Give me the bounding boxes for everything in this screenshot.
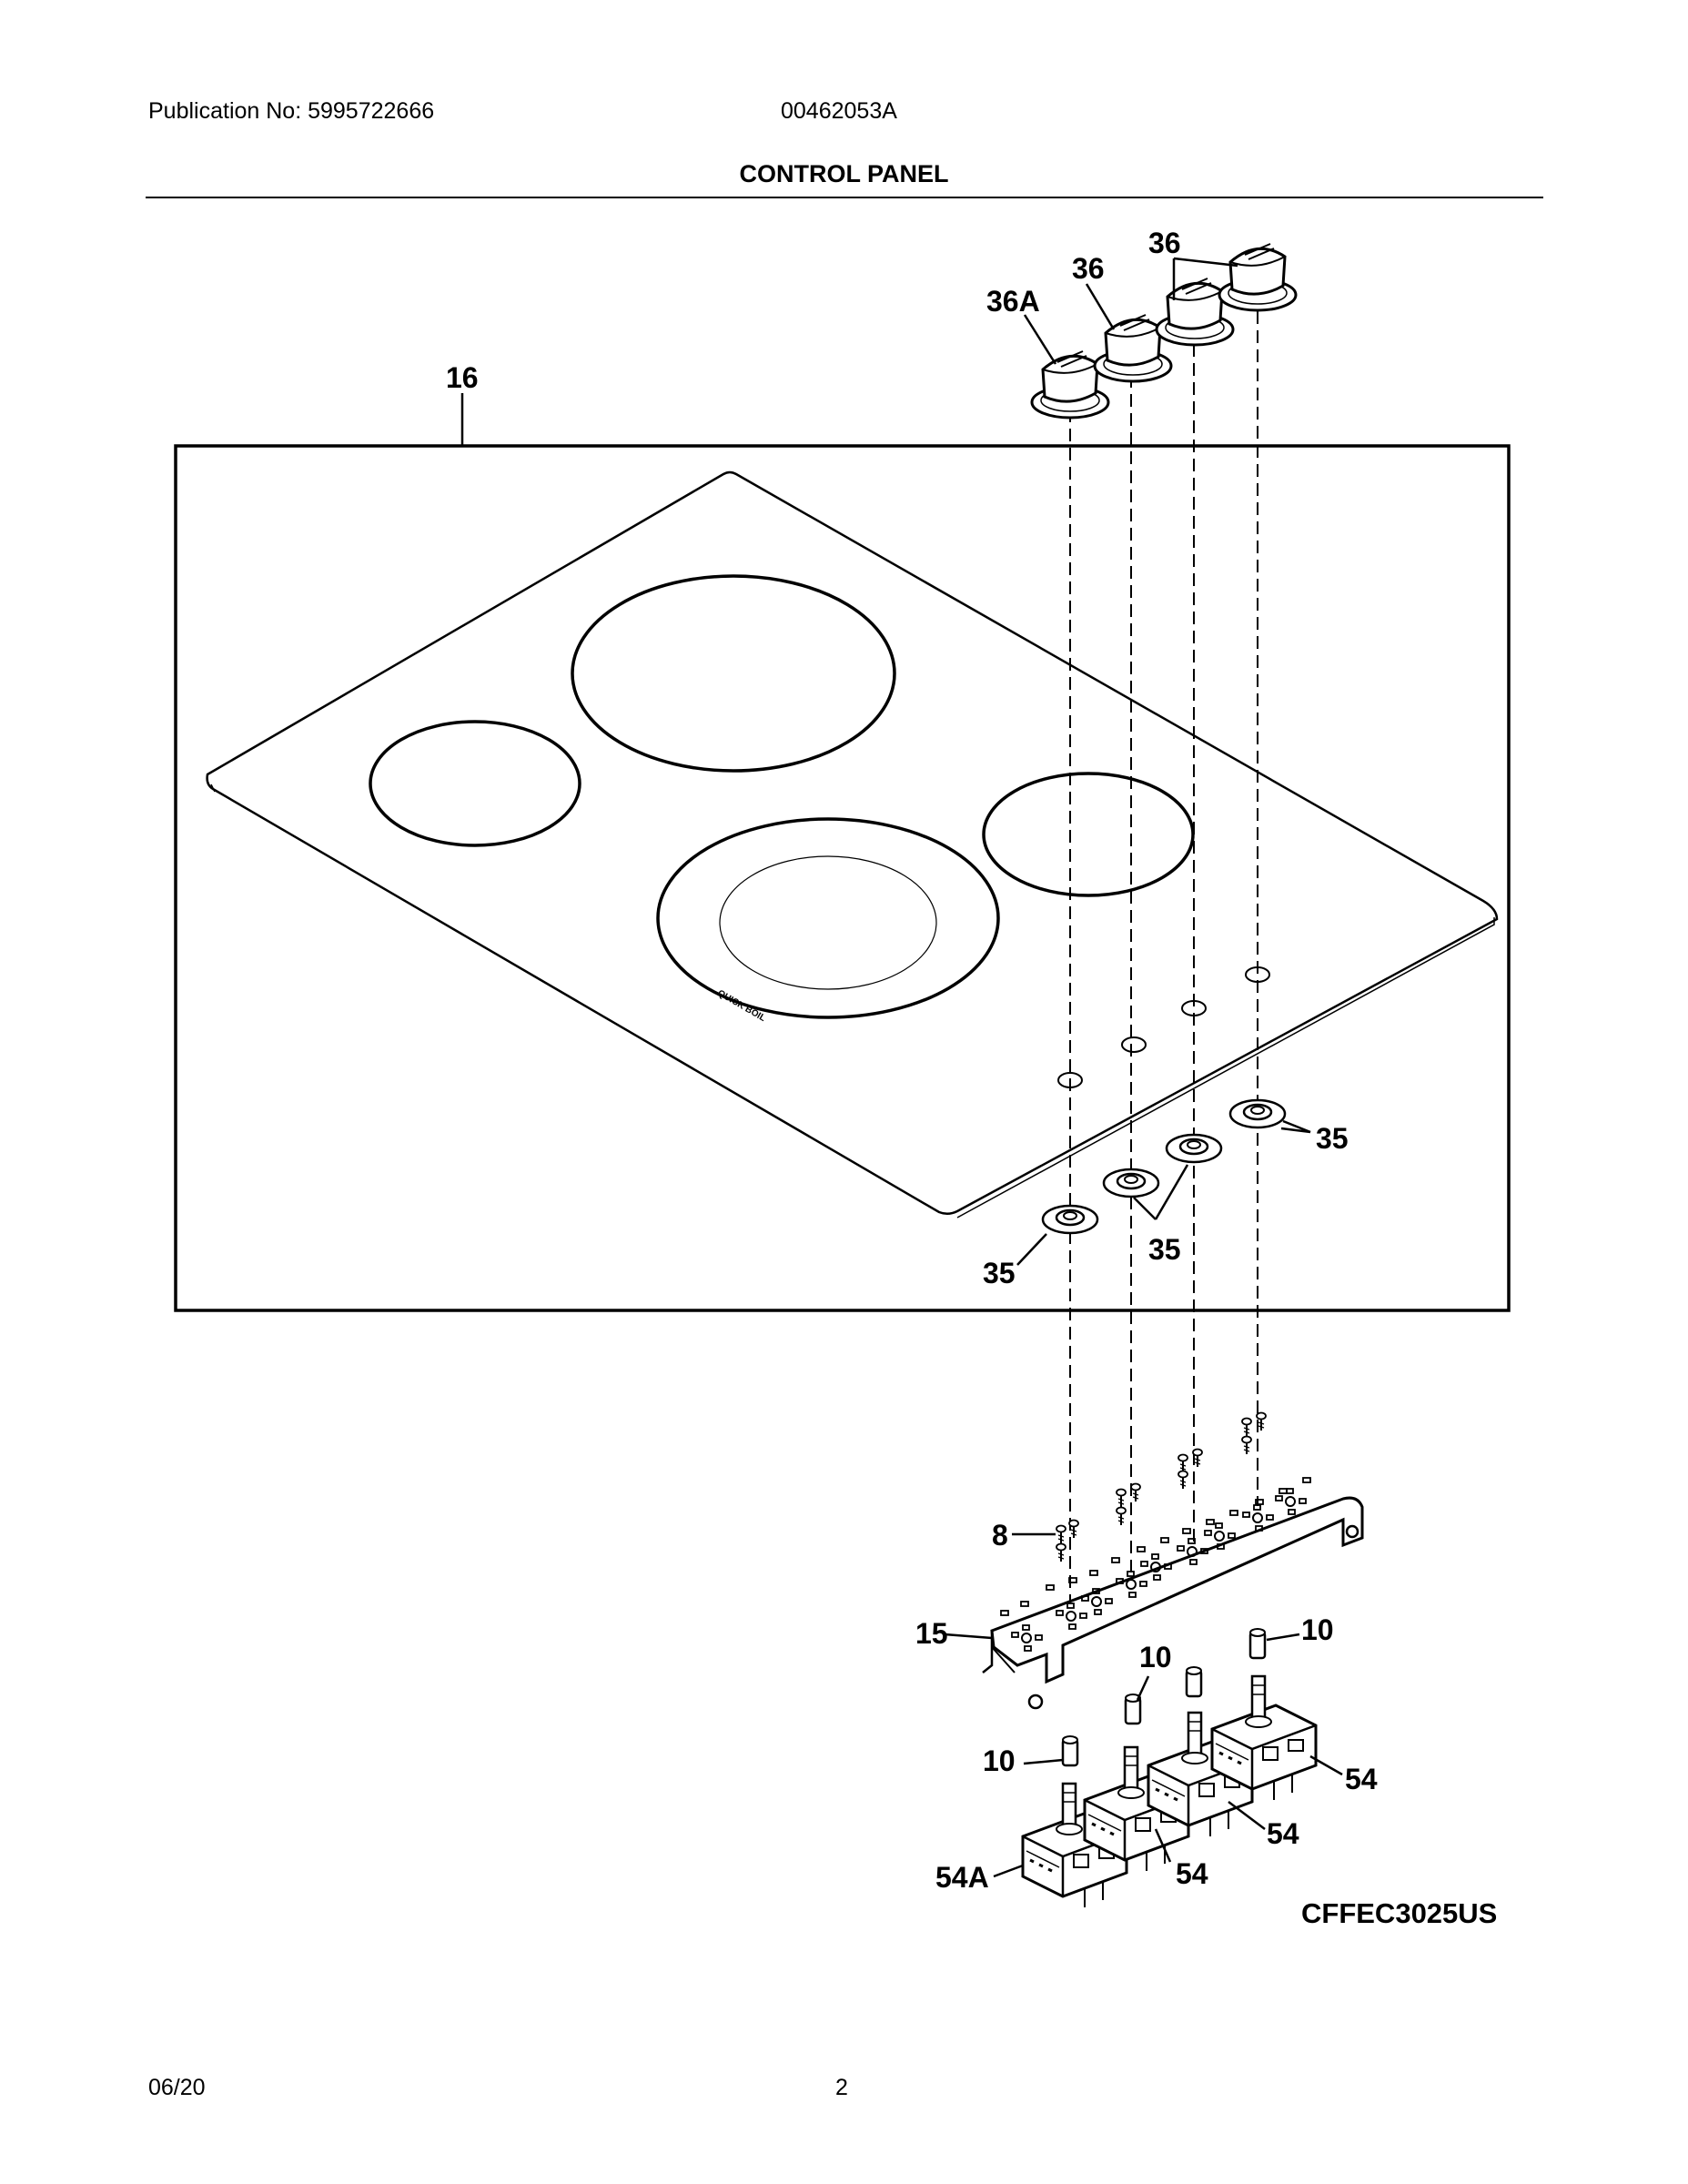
bezel-second bbox=[1102, 1168, 1160, 1198]
callout-54-first: 54 bbox=[1176, 1857, 1208, 1890]
document-number: 00462053A bbox=[781, 98, 897, 124]
callout-54-third: 54 bbox=[1345, 1763, 1378, 1795]
spacer-third bbox=[1185, 1665, 1203, 1698]
publication-number: Publication No: 5995722666 bbox=[148, 98, 435, 124]
callout-10-middle: 10 bbox=[1139, 1641, 1172, 1673]
callout-8: 8 bbox=[992, 1519, 1008, 1552]
knob-36-fourth bbox=[1218, 242, 1298, 312]
mounting-bracket bbox=[982, 1477, 1364, 1710]
callout-54-second: 54 bbox=[1267, 1817, 1299, 1850]
callout-35-left: 35 bbox=[983, 1257, 1016, 1289]
callout-16: 16 bbox=[446, 361, 479, 394]
callout-35-middle: 35 bbox=[1148, 1233, 1181, 1266]
page-number: 2 bbox=[835, 2075, 848, 2100]
model-number: CFFEC3025US bbox=[1301, 1897, 1498, 1929]
burner-small-right bbox=[982, 772, 1195, 897]
leader-lines bbox=[460, 257, 1343, 1878]
bezel-third bbox=[1165, 1133, 1223, 1164]
header-rule bbox=[146, 197, 1543, 198]
bezel-left bbox=[1041, 1204, 1099, 1235]
panel-frame bbox=[174, 444, 1511, 1312]
alignment-lines bbox=[1069, 311, 1258, 1620]
burner-dual-inner bbox=[719, 855, 937, 990]
callout-10-right: 10 bbox=[1301, 1613, 1334, 1646]
spacer-left bbox=[1061, 1734, 1079, 1767]
burner-dual-front bbox=[656, 817, 1000, 1019]
footer-date: 06/20 bbox=[148, 2075, 206, 2100]
callout-35-right: 35 bbox=[1316, 1122, 1349, 1155]
burner-small-left bbox=[369, 720, 581, 847]
callout-10-left: 10 bbox=[983, 1744, 1016, 1777]
callout-15: 15 bbox=[915, 1617, 948, 1650]
cooktop-glass: QUICK BOIL bbox=[206, 470, 1499, 1218]
bezel-right bbox=[1228, 1098, 1287, 1129]
callout-54a: 54A bbox=[935, 1861, 989, 1894]
page-title: CONTROL PANEL bbox=[739, 160, 949, 187]
callout-36-first: 36 bbox=[1072, 252, 1105, 285]
spacer-right bbox=[1248, 1627, 1267, 1660]
callout-36a: 36A bbox=[986, 285, 1040, 318]
callout-36-second: 36 bbox=[1148, 227, 1181, 259]
burner-large-rear bbox=[571, 574, 896, 773]
